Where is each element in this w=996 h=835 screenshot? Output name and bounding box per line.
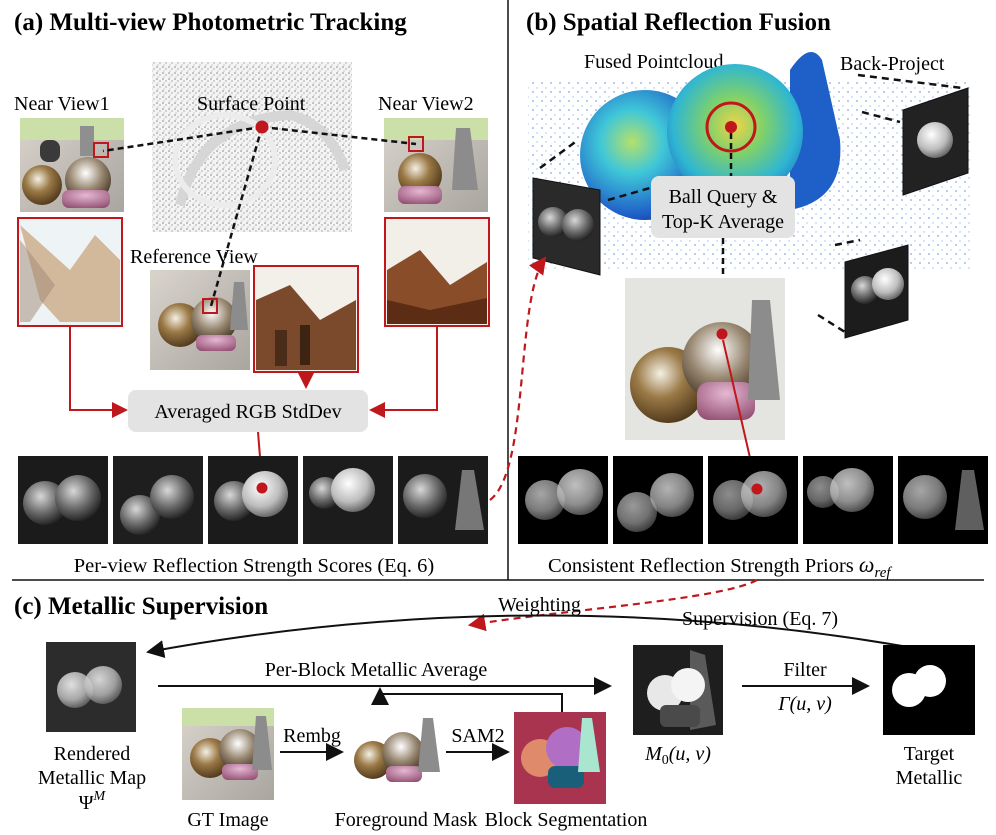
surface-pointcloud xyxy=(152,62,352,232)
filter-function: Γ(u, v) xyxy=(777,693,832,715)
rendered-label-line2: Metallic Map xyxy=(38,767,146,789)
averaged-box-label: Averaged RGB StdDev xyxy=(154,401,341,423)
target-metallic-image xyxy=(883,645,975,735)
ball-query-line2: Top-K Average xyxy=(662,211,784,233)
block-segmentation-image xyxy=(514,712,606,804)
rendered-metallic-map xyxy=(46,642,136,732)
panel-b-reference-image xyxy=(625,278,785,440)
sam2-label: SAM2 xyxy=(451,725,504,747)
fused-point-marker xyxy=(725,121,737,133)
tracking-lines xyxy=(102,125,417,307)
panel-b-reference-marker xyxy=(716,328,728,340)
near-view1-label: Near View1 xyxy=(14,93,110,115)
back-project-views xyxy=(532,87,969,339)
rendered-symbol: ΨM xyxy=(79,789,107,814)
per-block-label: Per-Block Metallic Average xyxy=(265,659,488,681)
foreground-mask-image xyxy=(354,718,440,782)
reference-view-label: Reference View xyxy=(130,246,258,268)
reference-view-image xyxy=(150,270,250,370)
panel-a-caption: Per-view Reflection Strength Scores (Eq.… xyxy=(74,555,435,577)
m0-label: M0(u, v) xyxy=(644,743,711,768)
block-to-average-arrow xyxy=(371,687,563,712)
near-view1-zoom xyxy=(17,217,123,327)
panel-b-title: (b) Spatial Reflection Fusion xyxy=(526,9,831,36)
surface-point-marker xyxy=(255,120,269,134)
gt-image xyxy=(182,708,274,800)
back-project-label: Back-Project xyxy=(840,53,945,75)
target-label-line1: Target xyxy=(904,743,955,765)
block-segmentation-label: Block Segmentation xyxy=(485,809,648,831)
near-view1-image xyxy=(20,118,124,212)
panel-c-title: (c) Metallic Supervision xyxy=(14,593,268,620)
filter-label: Filter xyxy=(783,659,827,681)
panel-b-caption: Consistent Reflection Strength Priors ωr… xyxy=(548,552,892,581)
score-point-marker-a xyxy=(256,482,268,494)
ball-query-box xyxy=(651,176,795,238)
back-project-lines xyxy=(539,73,963,334)
near-view2-image xyxy=(384,118,488,212)
fused-pointcloud xyxy=(528,52,973,270)
reference-view-zoom xyxy=(253,265,359,373)
target-label-line2: Metallic xyxy=(896,767,963,789)
fused-pointcloud-label: Fused Pointcloud xyxy=(584,51,723,73)
gt-image-label: GT Image xyxy=(187,809,268,831)
near-view2-zoom xyxy=(384,217,490,327)
weighting-label: Weighting xyxy=(498,594,581,616)
m0-image xyxy=(633,645,723,735)
consistent-prior-strip xyxy=(518,456,988,544)
rembg-label: Rembg xyxy=(283,725,341,747)
ball-query-line1: Ball Query & xyxy=(669,186,778,208)
supervision-label: Supervision (Eq. 7) xyxy=(682,608,838,630)
rendered-label-line1: Rendered xyxy=(54,743,131,765)
supervision-arrow xyxy=(146,614,926,658)
near-view2-label: Near View2 xyxy=(378,93,474,115)
per-view-score-strip xyxy=(18,456,488,544)
foreground-mask-label: Foreground Mask xyxy=(335,809,478,831)
surface-point-label: Surface Point xyxy=(197,93,306,115)
panel-a-to-b-arrow xyxy=(489,256,547,501)
prior-point-marker xyxy=(751,483,763,495)
weighting-arrow xyxy=(467,579,758,632)
averaged-box xyxy=(128,390,368,432)
panel-a-title: (a) Multi-view Photometric Tracking xyxy=(14,9,407,36)
